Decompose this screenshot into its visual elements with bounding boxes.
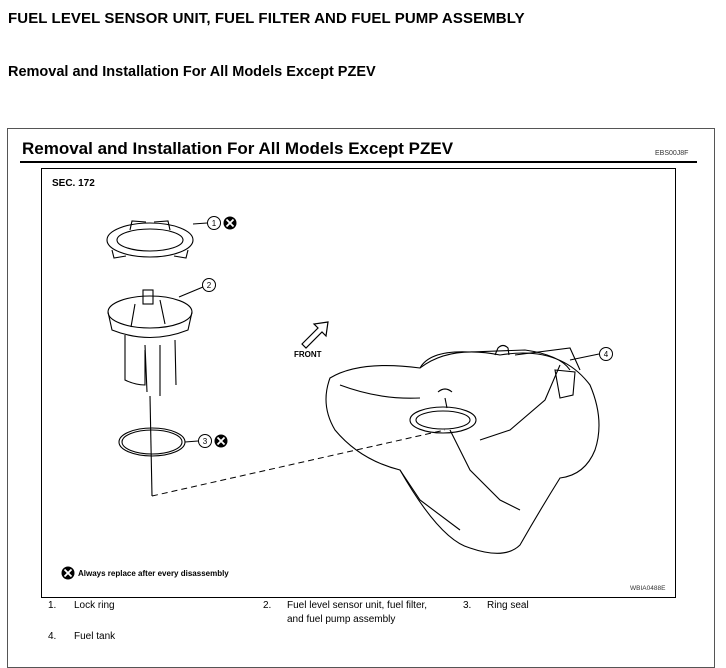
callout-circles [198,216,613,448]
figure-title: Removal and Installation For All Models … [22,139,454,158]
legend-num-1: 1. [48,600,57,611]
front-arrow-icon [301,321,329,349]
callout-1: 1 [212,219,217,228]
lock-ring-drawing [106,220,208,259]
legend-text-2: Fuel level sensor unit, fuel filter, [287,600,428,611]
callout-4: 4 [604,350,609,359]
replace-note: Always replace after every disassembly [78,569,229,578]
legend-text-4: Fuel tank [74,631,116,642]
legend-text-1: Lock ring [74,600,115,611]
legend-num-3: 3. [463,600,472,611]
page-heading: FUEL LEVEL SENSOR UNIT, FUEL FILTER AND … [8,10,525,27]
legend-num-4: 4. [48,631,57,642]
legend-text-2b: and fuel pump assembly [287,614,396,625]
callout-2: 2 [207,281,212,290]
figure-code-top: EBS00J8F [655,150,689,157]
front-label: FRONT [294,350,322,359]
page-subheading: Removal and Installation For All Models … [8,64,376,80]
ring-seal-drawing [118,427,199,457]
figure-title-rule [20,161,697,163]
section-label: SEC. 172 [52,178,95,189]
replace-symbol-icons [61,216,237,580]
callout-3: 3 [203,437,208,446]
pump-assembly-drawing [107,286,204,497]
illustration-box [41,168,676,598]
figure-code-bottom: WBIA0488E [630,585,666,592]
legend-text-3: Ring seal [487,600,529,611]
legend-num-2: 2. [263,600,272,611]
fuel-tank-drawing [325,344,600,554]
